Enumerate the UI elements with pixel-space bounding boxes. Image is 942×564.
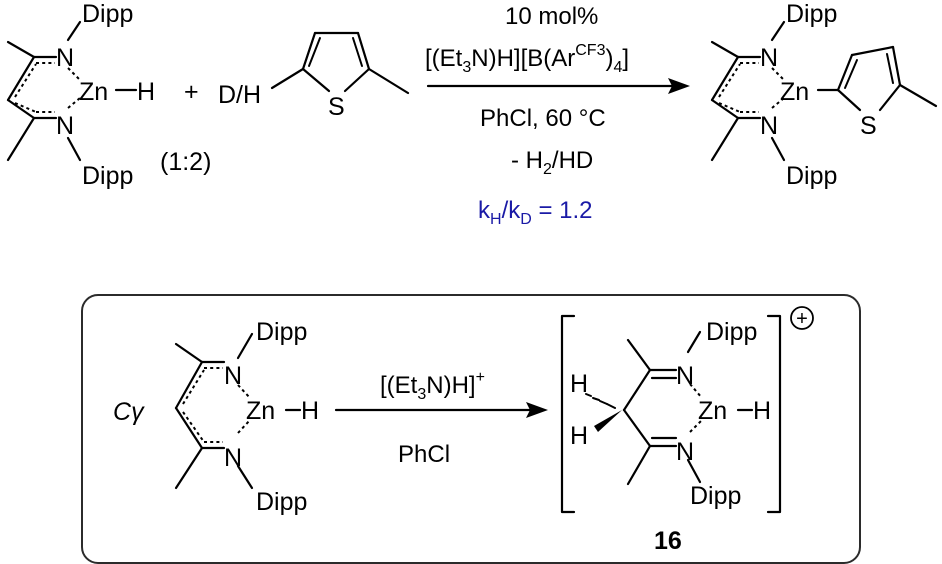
dipp-label: Dipp <box>786 0 837 28</box>
nitrogen-label: N <box>676 438 694 466</box>
nitrogen-label: N <box>56 112 74 140</box>
hydride-label: H <box>301 397 319 425</box>
zinc-hydride-bottom: Cγ Dipp N Zn H N Dipp <box>113 318 319 516</box>
catalyst-loading: 10 mol% <box>505 3 598 30</box>
d-h-label: D/H <box>218 81 261 109</box>
nitrogen-label: N <box>224 362 242 390</box>
mechanism-box <box>81 294 861 564</box>
protonation-reagent: [(Et3N)H]+ <box>380 369 485 403</box>
positive-charge: + <box>796 308 808 330</box>
sulfur-label: S <box>328 93 345 121</box>
dipp-label: Dipp <box>82 0 133 28</box>
zinc-hydride-reactant: Dipp N Zn H N Dipp <box>6 0 155 190</box>
hydrogen-label: H <box>570 370 588 398</box>
positive-charge-circle <box>790 306 814 330</box>
nitrogen-label: N <box>760 112 778 140</box>
zinc-label: Zn <box>79 78 108 106</box>
dipp-label: Dipp <box>706 318 757 346</box>
nitrogen-label: N <box>56 44 74 72</box>
sulfur-label: S <box>860 112 877 140</box>
dipp-label: Dipp <box>256 488 307 516</box>
nitrogen-label: N <box>676 362 694 390</box>
c-gamma-label: Cγ <box>113 398 145 426</box>
nitrogen-label: N <box>224 444 242 472</box>
dipp-label: Dipp <box>786 162 837 190</box>
bottom-conditions: [(Et3N)H]+ PhCl <box>334 369 548 468</box>
catalyst-formula: [(Et3N)H][B(ArCF3)4] <box>425 42 629 76</box>
zinc-label: Zn <box>698 397 727 425</box>
plus-sign: + <box>184 78 199 106</box>
hydride-label: H <box>137 78 155 106</box>
solvent-temperature: PhCl, 60 °C <box>480 105 606 132</box>
ratio-label: (1:2) <box>160 148 211 176</box>
gas-loss: - H2/HD <box>511 147 593 178</box>
hydride-label: H <box>753 397 771 425</box>
methylthiophene-reactant: D/H S <box>218 31 410 121</box>
dipp-label: Dipp <box>82 162 133 190</box>
zinc-label: Zn <box>780 78 809 106</box>
top-conditions: 10 mol% [(Et3N)H][B(ArCF3)4] PhCl, 60 °C… <box>425 3 690 228</box>
kinetic-isotope-effect: kH/kD = 1.2 <box>478 197 593 228</box>
dipp-label: Dipp <box>690 482 741 510</box>
dipp-label: Dipp <box>256 318 307 346</box>
zinc-thienyl-product: Dipp N Zn N Dipp S <box>710 0 938 190</box>
nitrogen-label: N <box>760 44 778 72</box>
hydrogen-label: H <box>570 422 588 450</box>
zinc-label: Zn <box>246 397 275 425</box>
compound-number: 16 <box>654 527 682 555</box>
bottom-solvent: PhCl <box>398 441 450 468</box>
cation-16: + H H Dipp N Zn H N Dipp 16 <box>560 306 814 555</box>
